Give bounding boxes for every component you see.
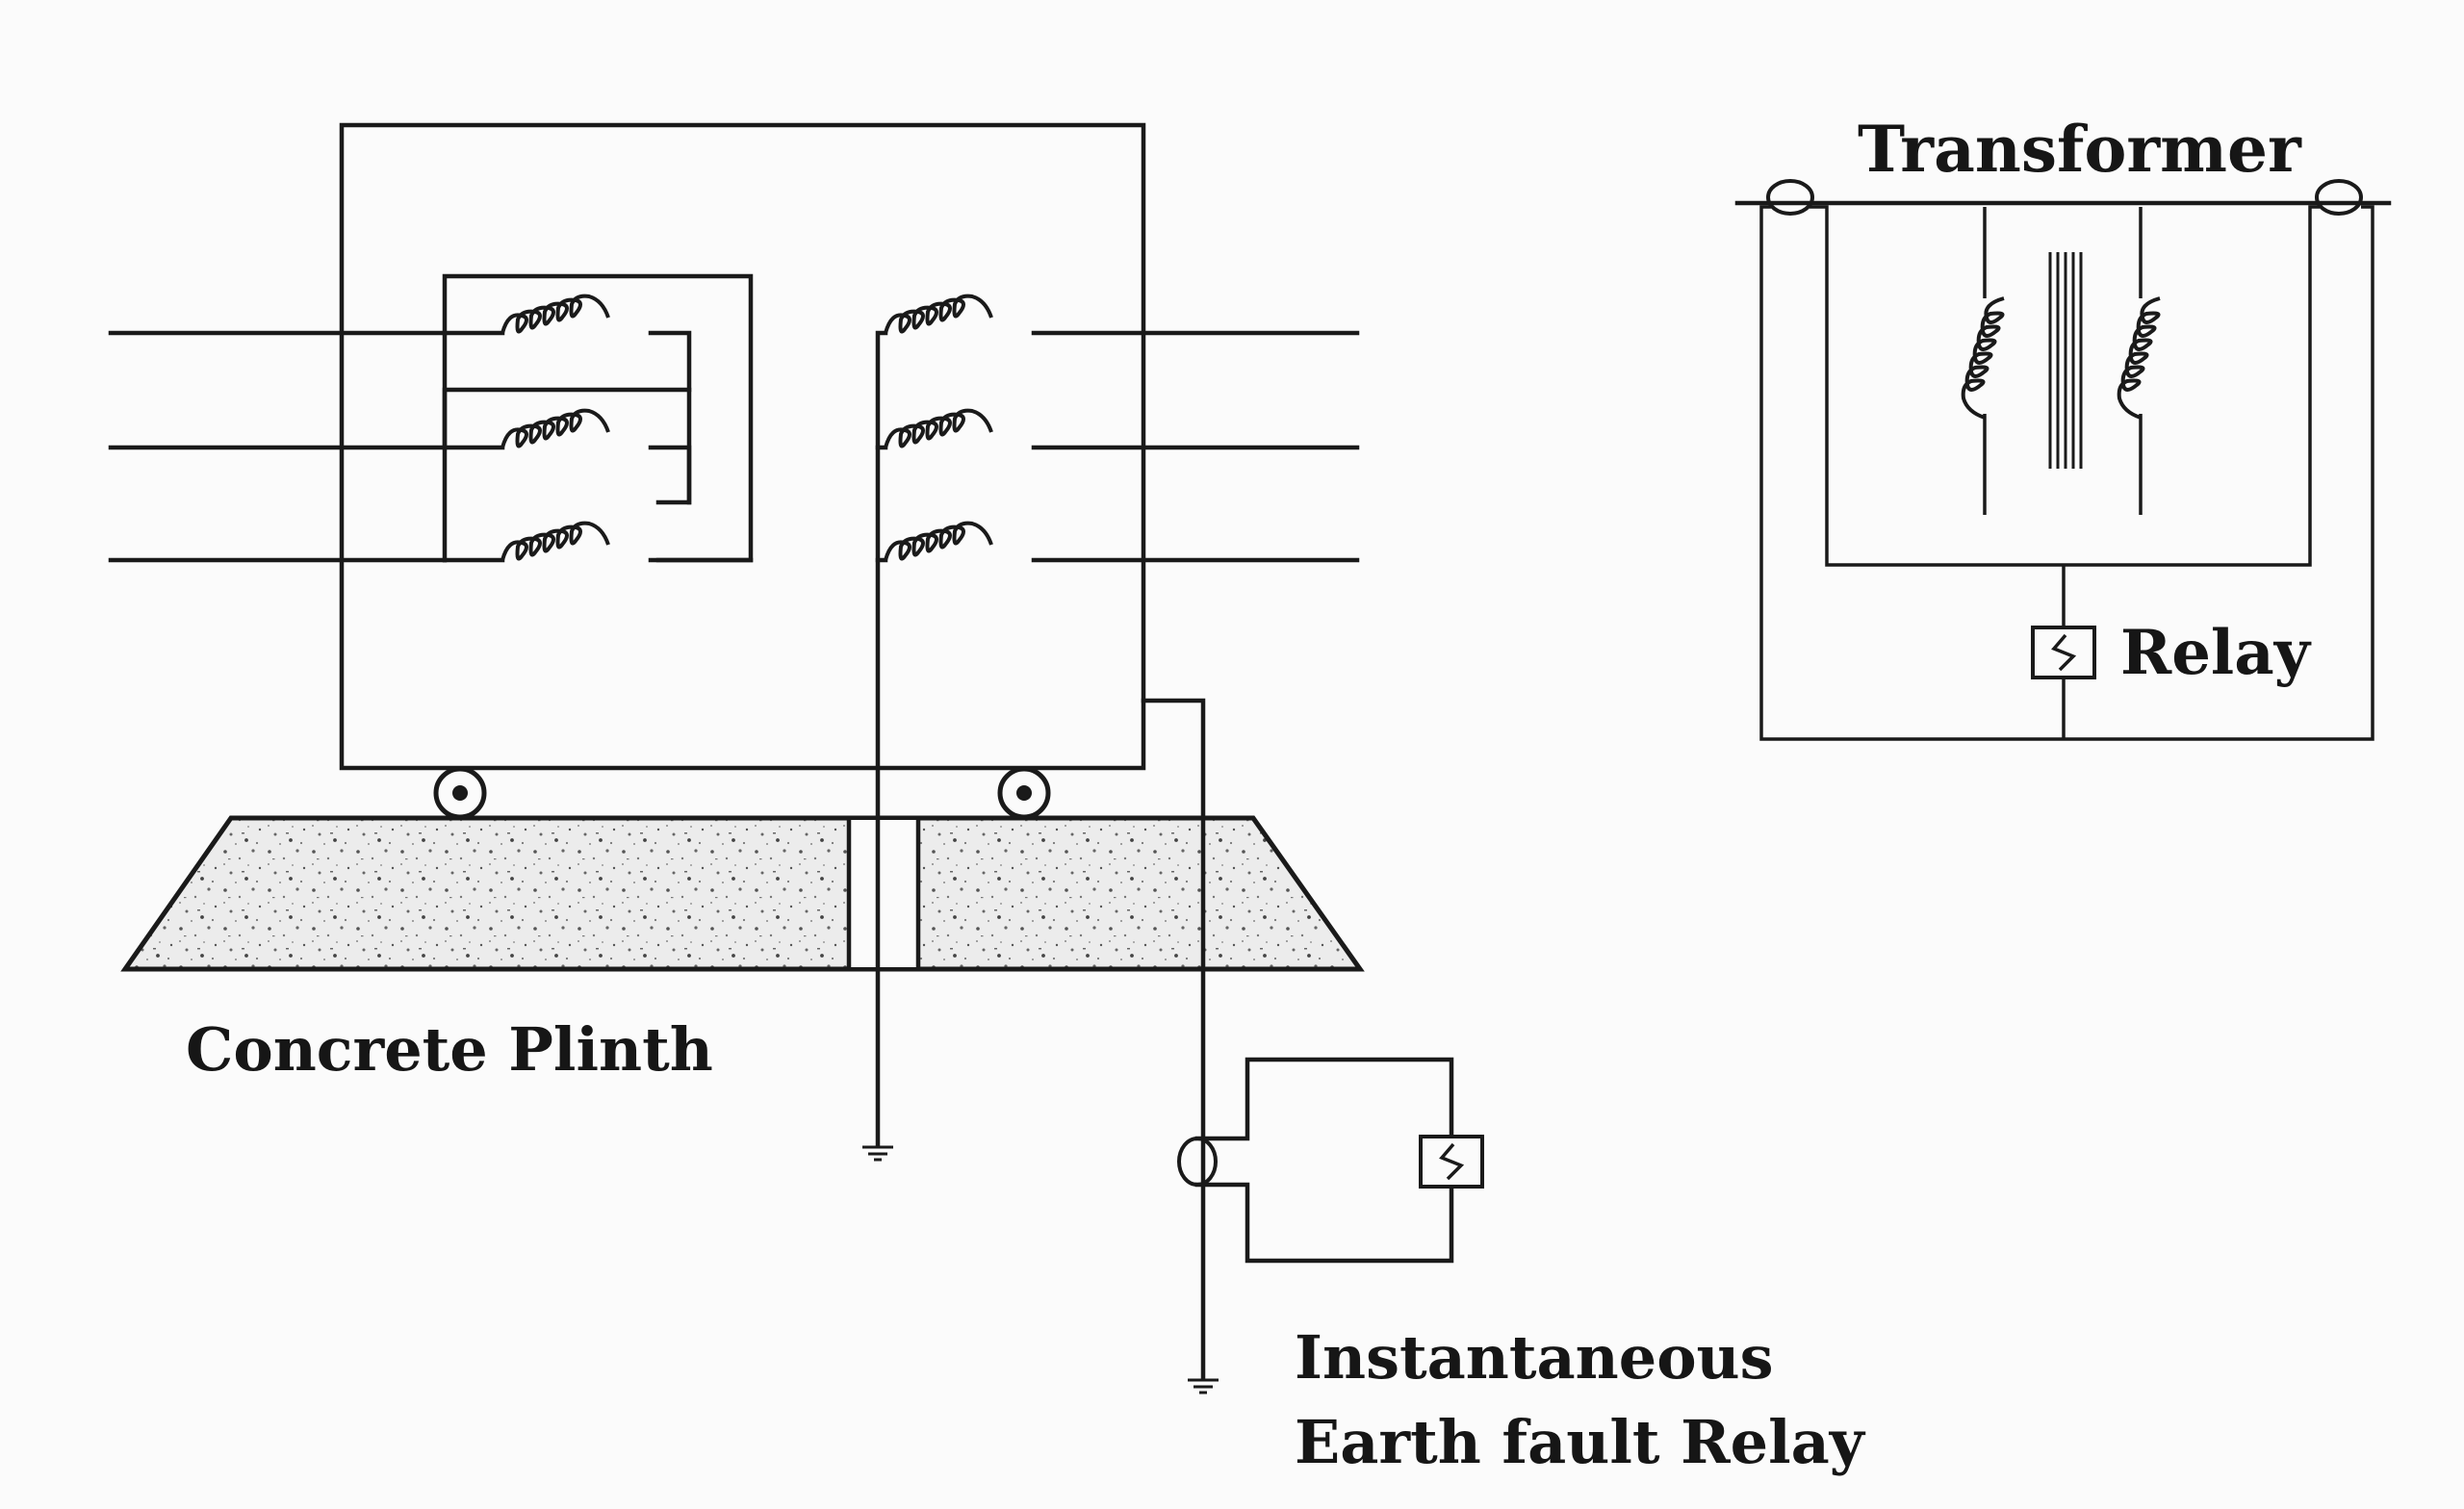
transformer-label: Transformer bbox=[1858, 112, 2302, 187]
relay-label: Relay bbox=[2120, 617, 2312, 689]
tank-earth-conductor bbox=[1141, 698, 1206, 1381]
concrete-plinth-label: Concrete Plinth bbox=[186, 1014, 713, 1085]
transformer-windings bbox=[1961, 207, 2162, 515]
secondary-windings bbox=[875, 294, 993, 1148]
instantaneous-label: Instantaneous bbox=[1295, 1322, 1774, 1393]
earth-fault-relay-circuit bbox=[1194, 1057, 1454, 1264]
earth-fault-relay-label: Earth fault Relay bbox=[1295, 1407, 1866, 1477]
transformer-core bbox=[2048, 252, 2083, 469]
tank-earth-icon bbox=[1186, 1378, 1220, 1394]
current-transformer-ring bbox=[1177, 1137, 1218, 1187]
primary-windings bbox=[442, 294, 754, 563]
current-transformer-left bbox=[1766, 179, 1814, 216]
concrete-plinth bbox=[120, 815, 1365, 972]
primary-lines bbox=[108, 273, 754, 563]
earth-fault-relay-icon bbox=[1419, 1135, 1484, 1189]
current-transformer-right bbox=[2315, 179, 2363, 216]
tank-wheel-right bbox=[997, 766, 1051, 820]
restricted-earth-fault-relay-icon bbox=[2031, 626, 2096, 679]
neutral-earth-icon bbox=[860, 1145, 895, 1162]
ct-secondary-loops bbox=[1759, 205, 2374, 741]
tank-wheel-left bbox=[433, 766, 487, 820]
secondary-lines bbox=[1031, 330, 1360, 563]
